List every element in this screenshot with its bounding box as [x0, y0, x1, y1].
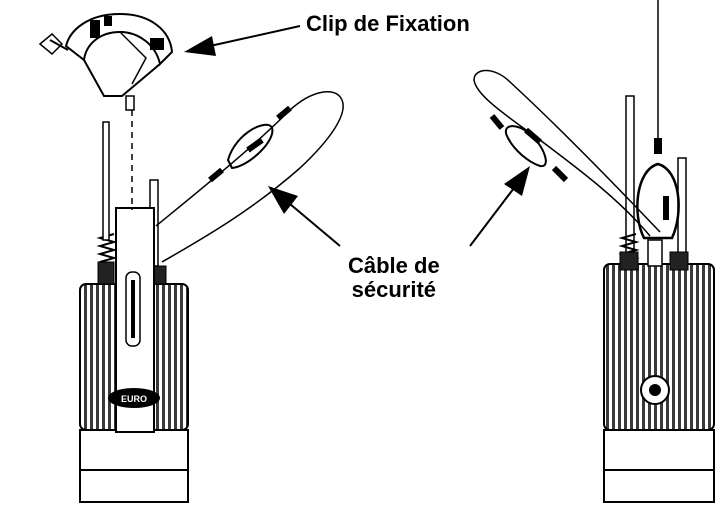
- safety-cable-label: Câble de sécurité: [348, 254, 440, 302]
- euro-logo: EURO: [108, 388, 160, 408]
- arrow-to-left-cable: [268, 186, 341, 247]
- right-fixture: [603, 0, 715, 503]
- svg-text:EURO: EURO: [121, 394, 147, 404]
- left-safety-cable: [155, 91, 344, 263]
- left-fixture-base: [79, 429, 189, 471]
- arrow-to-right-cable: [469, 166, 530, 247]
- right-fixture-base: [603, 429, 715, 471]
- right-fixture-housing: [603, 263, 715, 431]
- right-carabiner: [636, 162, 680, 240]
- clip-label: Clip de Fixation: [306, 11, 470, 36]
- safety-cable-label-line1: Câble de: [348, 253, 440, 278]
- clamp-illustration: [38, 12, 174, 111]
- arrow-to-clamp: [184, 25, 301, 56]
- left-antenna: [102, 121, 110, 241]
- left-fixture: EURO: [79, 110, 189, 503]
- right-safety-cable: [473, 69, 661, 237]
- safety-cable-label-line2: sécurité: [351, 277, 437, 302]
